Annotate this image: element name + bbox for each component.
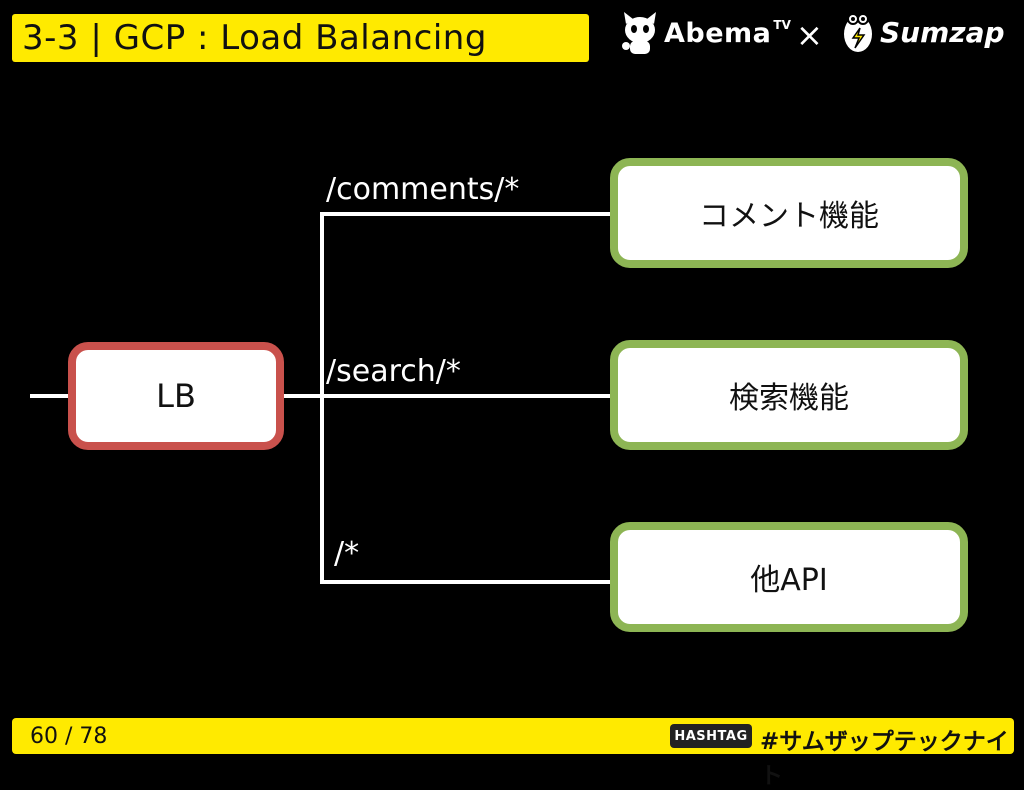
abema-tv-mark: TV bbox=[773, 18, 791, 32]
brand-separator: × bbox=[796, 16, 823, 54]
service-label-comments: コメント機能 bbox=[699, 199, 879, 234]
route-path-comments: /comments/* bbox=[326, 172, 520, 207]
page-number: 60 / 78 bbox=[30, 724, 108, 749]
service-label-other-api: 他API bbox=[750, 563, 828, 598]
abema-wordmark: Abema bbox=[664, 17, 772, 49]
route-path-default: /* bbox=[334, 536, 360, 571]
sumzap-logo: Sumzap bbox=[842, 10, 1005, 54]
abema-mascot-icon bbox=[622, 12, 656, 54]
hashtag-badge-label: HASHTAG bbox=[674, 728, 748, 744]
service-node-comments: コメント機能 bbox=[610, 158, 968, 268]
load-balancer-node: LB bbox=[68, 342, 284, 450]
connector-lines bbox=[30, 212, 612, 584]
service-node-search: 検索機能 bbox=[610, 340, 968, 450]
route-path-search: /search/* bbox=[326, 354, 461, 389]
title-bar: 3-3 | GCP : Load Balancing bbox=[12, 14, 589, 62]
lb-label: LB bbox=[156, 377, 196, 415]
hashtag-badge: HASHTAG bbox=[670, 724, 752, 748]
abema-logo: Abema TV bbox=[620, 10, 791, 56]
route-line-comments bbox=[320, 212, 612, 396]
sumzap-mascot-icon bbox=[844, 13, 872, 52]
service-label-search: 検索機能 bbox=[729, 381, 849, 416]
route-line-default bbox=[320, 396, 612, 584]
event-hashtag: #サムザップテックナイト bbox=[760, 729, 1009, 789]
sumzap-wordmark: Sumzap bbox=[880, 15, 1005, 49]
slide-title: 3-3 | GCP : Load Balancing bbox=[22, 18, 487, 58]
footer-bar bbox=[12, 718, 1014, 754]
service-node-other-api: 他API bbox=[610, 522, 968, 632]
